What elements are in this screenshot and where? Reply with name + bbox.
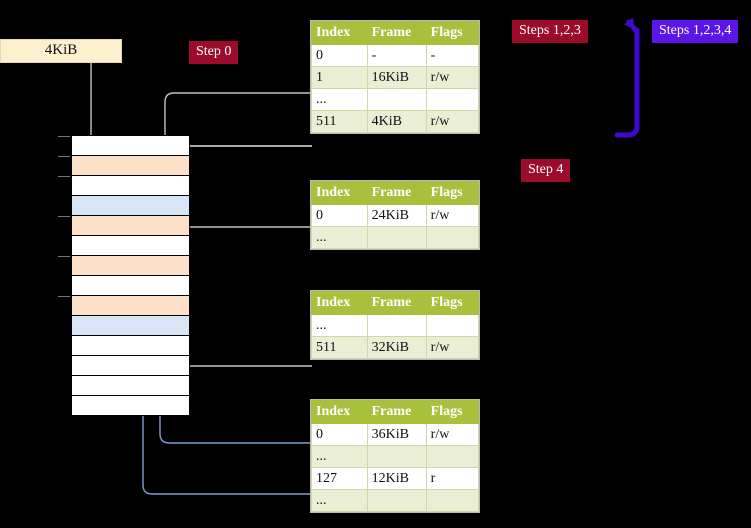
table-row: ... <box>311 226 480 249</box>
memory-frame-5 <box>72 236 189 256</box>
physical-memory-column <box>58 135 190 416</box>
table-cell: - <box>425 44 480 67</box>
table-cell: 36KiB <box>366 423 427 446</box>
table-cell: 127 <box>311 467 368 490</box>
table-cell: 511 <box>311 336 368 359</box>
memory-frame-6 <box>72 256 189 276</box>
memory-frame-13 <box>72 396 189 416</box>
table-row: ... <box>311 489 480 512</box>
column-header-flags: Flags <box>425 181 480 205</box>
table-cell <box>425 314 480 337</box>
table-cell: ... <box>311 226 368 249</box>
table-cell: r/w <box>425 110 480 133</box>
steps-123-badge: Steps 1,2,3 <box>512 20 588 43</box>
memory-frame-0 <box>72 136 189 156</box>
column-header-frame: Frame <box>366 400 427 424</box>
table-cell: 24KiB <box>366 204 427 227</box>
memory-size-label: 4KiB <box>0 39 122 63</box>
column-header-flags: Flags <box>425 291 480 315</box>
table-cell: ... <box>311 445 368 468</box>
table-cell: ... <box>311 88 368 111</box>
memory-frame-4 <box>72 216 189 236</box>
column-header-frame: Frame <box>366 181 427 205</box>
column-header-index: Index <box>311 181 368 205</box>
memory-tick-mark <box>58 136 70 137</box>
table-cell <box>425 489 480 512</box>
memory-tick-mark <box>58 156 70 157</box>
table-cell: 0 <box>311 204 368 227</box>
table-cell <box>425 445 480 468</box>
table-cell <box>366 445 427 468</box>
memory-tick-mark <box>58 256 70 257</box>
table-cell: 1 <box>311 66 368 89</box>
table-cell <box>366 489 427 512</box>
table-cell: 12KiB <box>366 467 427 490</box>
step-0-badge: Step 0 <box>189 41 239 64</box>
table-cell: 0 <box>311 423 368 446</box>
table-row: ... <box>311 314 480 337</box>
memory-tick-mark <box>58 216 70 217</box>
table-row: ... <box>311 445 480 468</box>
table-cell: 16KiB <box>366 66 427 89</box>
table-cell: ... <box>311 489 368 512</box>
table-cell <box>366 314 427 337</box>
table-cell: ... <box>311 314 368 337</box>
memory-frame-9 <box>72 316 189 336</box>
table-row: 0-- <box>311 44 480 67</box>
table-cell: - <box>366 44 427 67</box>
table-cell: r/w <box>425 66 480 89</box>
memory-frame-7 <box>72 276 189 296</box>
table-cell: 0 <box>311 44 368 67</box>
memory-frame-2 <box>72 176 189 196</box>
table-cell: r/w <box>425 204 480 227</box>
steps-1234-badge: Steps 1,2,3,4 <box>652 20 739 43</box>
memory-frame-8 <box>72 296 189 316</box>
table-cell <box>366 226 427 249</box>
step-4-badge: Step 4 <box>521 159 571 182</box>
memory-frame-12 <box>72 376 189 396</box>
column-header-index: Index <box>311 400 368 424</box>
table-row: ... <box>311 88 480 111</box>
table-cell <box>425 226 480 249</box>
table-cell <box>425 88 480 111</box>
memory-tick-mark <box>58 296 70 297</box>
table-cell: 32KiB <box>366 336 427 359</box>
table-cell: r <box>425 467 480 490</box>
column-header-frame: Frame <box>366 21 427 45</box>
table-cell: r/w <box>425 423 480 446</box>
table-cell <box>366 88 427 111</box>
table-cell: r/w <box>425 336 480 359</box>
table-cell: 511 <box>311 110 368 133</box>
memory-frame-11 <box>72 356 189 376</box>
column-header-flags: Flags <box>425 21 480 45</box>
column-header-frame: Frame <box>366 291 427 315</box>
column-header-flags: Flags <box>425 400 480 424</box>
memory-frame-10 <box>72 336 189 356</box>
column-header-index: Index <box>311 21 368 45</box>
table-cell: 4KiB <box>366 110 427 133</box>
memory-tick-mark <box>58 176 70 177</box>
column-header-index: Index <box>311 291 368 315</box>
memory-frame-1 <box>72 156 189 176</box>
memory-frame-3 <box>72 196 189 216</box>
